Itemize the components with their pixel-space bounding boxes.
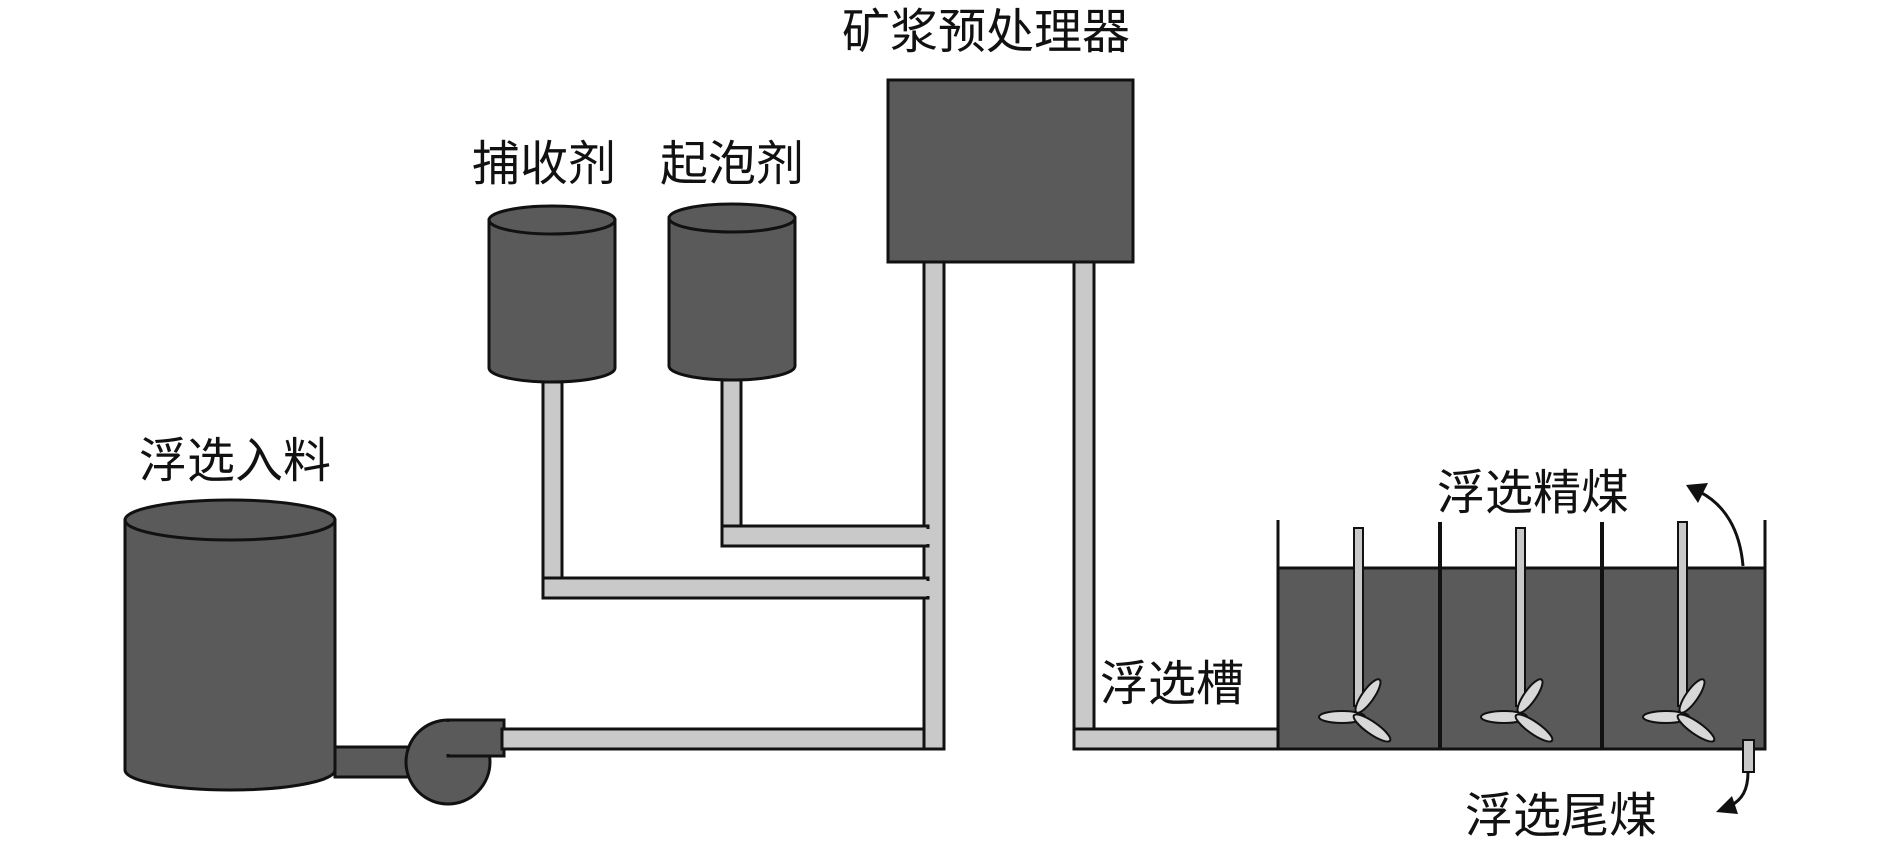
slurry-pretreater xyxy=(886,78,1135,264)
feed-tank xyxy=(123,498,337,792)
tailings-outlet xyxy=(1742,739,1755,773)
label-slurry-pretreater: 矿浆预处理器 xyxy=(842,4,1131,60)
pipe-to-flotation-cell xyxy=(1072,260,1280,751)
label-clean-coal: 浮选精煤 xyxy=(1437,465,1630,521)
clean-coal-arrow xyxy=(1686,483,1745,567)
impeller-1 xyxy=(1318,527,1392,743)
pipe-collector xyxy=(541,380,930,600)
label-frother: 起泡剂 xyxy=(660,136,805,192)
impeller-2 xyxy=(1480,527,1554,743)
pipe-frother xyxy=(720,378,930,548)
label-flotation-cell: 浮选槽 xyxy=(1100,656,1245,712)
feed-pump xyxy=(333,718,506,806)
tailings-arrow xyxy=(1716,771,1750,814)
collector-tank xyxy=(487,204,617,384)
label-collector: 捕收剂 xyxy=(472,136,617,192)
frother-tank xyxy=(667,202,797,382)
impeller-3 xyxy=(1642,521,1716,743)
label-tailings: 浮选尾煤 xyxy=(1465,788,1658,844)
pipe-feed-riser xyxy=(922,260,946,751)
pipe-feed-horizontal xyxy=(500,727,931,751)
label-flotation-feed: 浮选入料 xyxy=(139,433,332,489)
